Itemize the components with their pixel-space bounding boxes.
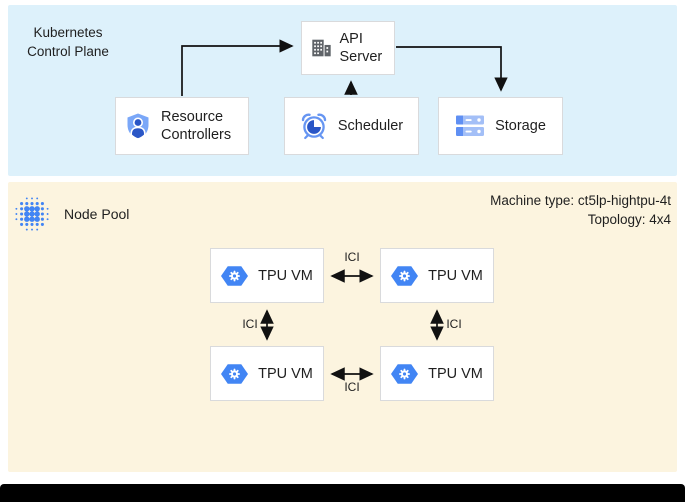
- ici-label-top: ICI: [344, 250, 360, 264]
- bottom-window-edge: [0, 484, 685, 502]
- tpu-vm-box-bottom-left: TPU VM: [210, 346, 324, 401]
- shield-user-icon: [127, 113, 149, 140]
- tpu-vm-label: TPU VM: [258, 365, 313, 382]
- ici-label-bottom: ICI: [344, 380, 360, 394]
- storage-box: Storage: [438, 97, 563, 155]
- scheduler-label: Scheduler: [337, 118, 404, 134]
- tpu-vm-label: TPU VM: [428, 267, 483, 284]
- topology-line: Topology: 4x4: [587, 212, 671, 227]
- node-pool-panel: [8, 182, 677, 472]
- scheduler-box: Scheduler: [284, 97, 419, 155]
- gke-hexagon-gear-icon: [391, 363, 419, 384]
- resource-controllers-label: Resource Controllers: [161, 109, 232, 143]
- gke-hexagon-gear-icon: [391, 265, 419, 286]
- tpu-vm-box-top-left: TPU VM: [210, 248, 324, 303]
- control-plane-title: Kubernetes Control Plane: [27, 25, 109, 59]
- tpu-vm-label: TPU VM: [258, 267, 313, 284]
- ici-label-right: ICI: [446, 317, 462, 331]
- api-server-box: API Server: [301, 21, 395, 75]
- alarm-clock-icon: [301, 113, 327, 140]
- api-server-label: API Server: [339, 31, 383, 65]
- tpu-vm-box-top-right: TPU VM: [380, 248, 494, 303]
- gke-hexagon-gear-icon: [221, 265, 249, 286]
- gke-hexagon-gear-icon: [221, 363, 249, 384]
- node-pool-icon: [13, 195, 51, 233]
- storage-label: Storage: [495, 118, 546, 134]
- tpu-vm-label: TPU VM: [428, 365, 483, 382]
- machine-type-line: Machine type: ct5lp-hightpu-4t: [490, 193, 671, 208]
- node-pool-title: Node Pool: [64, 206, 130, 222]
- resource-controllers-box: Resource Controllers: [115, 97, 249, 155]
- stacked-disks-icon: [456, 115, 485, 136]
- building-icon: [311, 39, 331, 57]
- node-pool-machine-info: Machine type: ct5lp-hightpu-4t Topology:…: [490, 191, 671, 229]
- tpu-vm-box-bottom-right: TPU VM: [380, 346, 494, 401]
- ici-label-left: ICI: [242, 317, 258, 331]
